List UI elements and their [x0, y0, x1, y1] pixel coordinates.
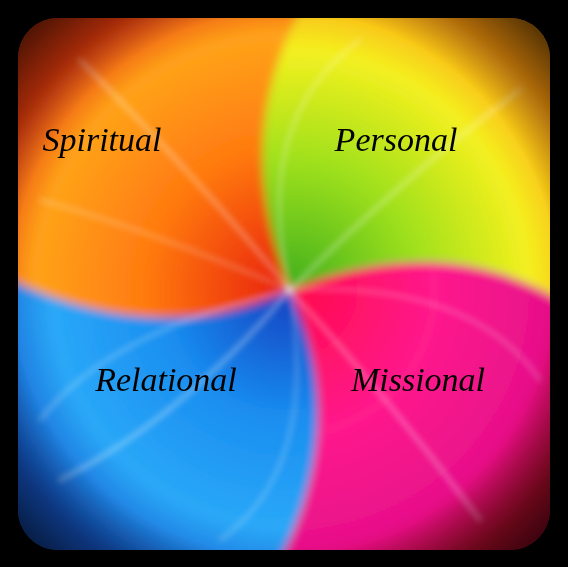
- quadrant-label: Missional: [351, 363, 485, 397]
- quadrant-label: Personal: [335, 123, 458, 157]
- quadrant-label: Relational: [95, 363, 237, 397]
- quadrant-label: Spiritual: [42, 123, 161, 157]
